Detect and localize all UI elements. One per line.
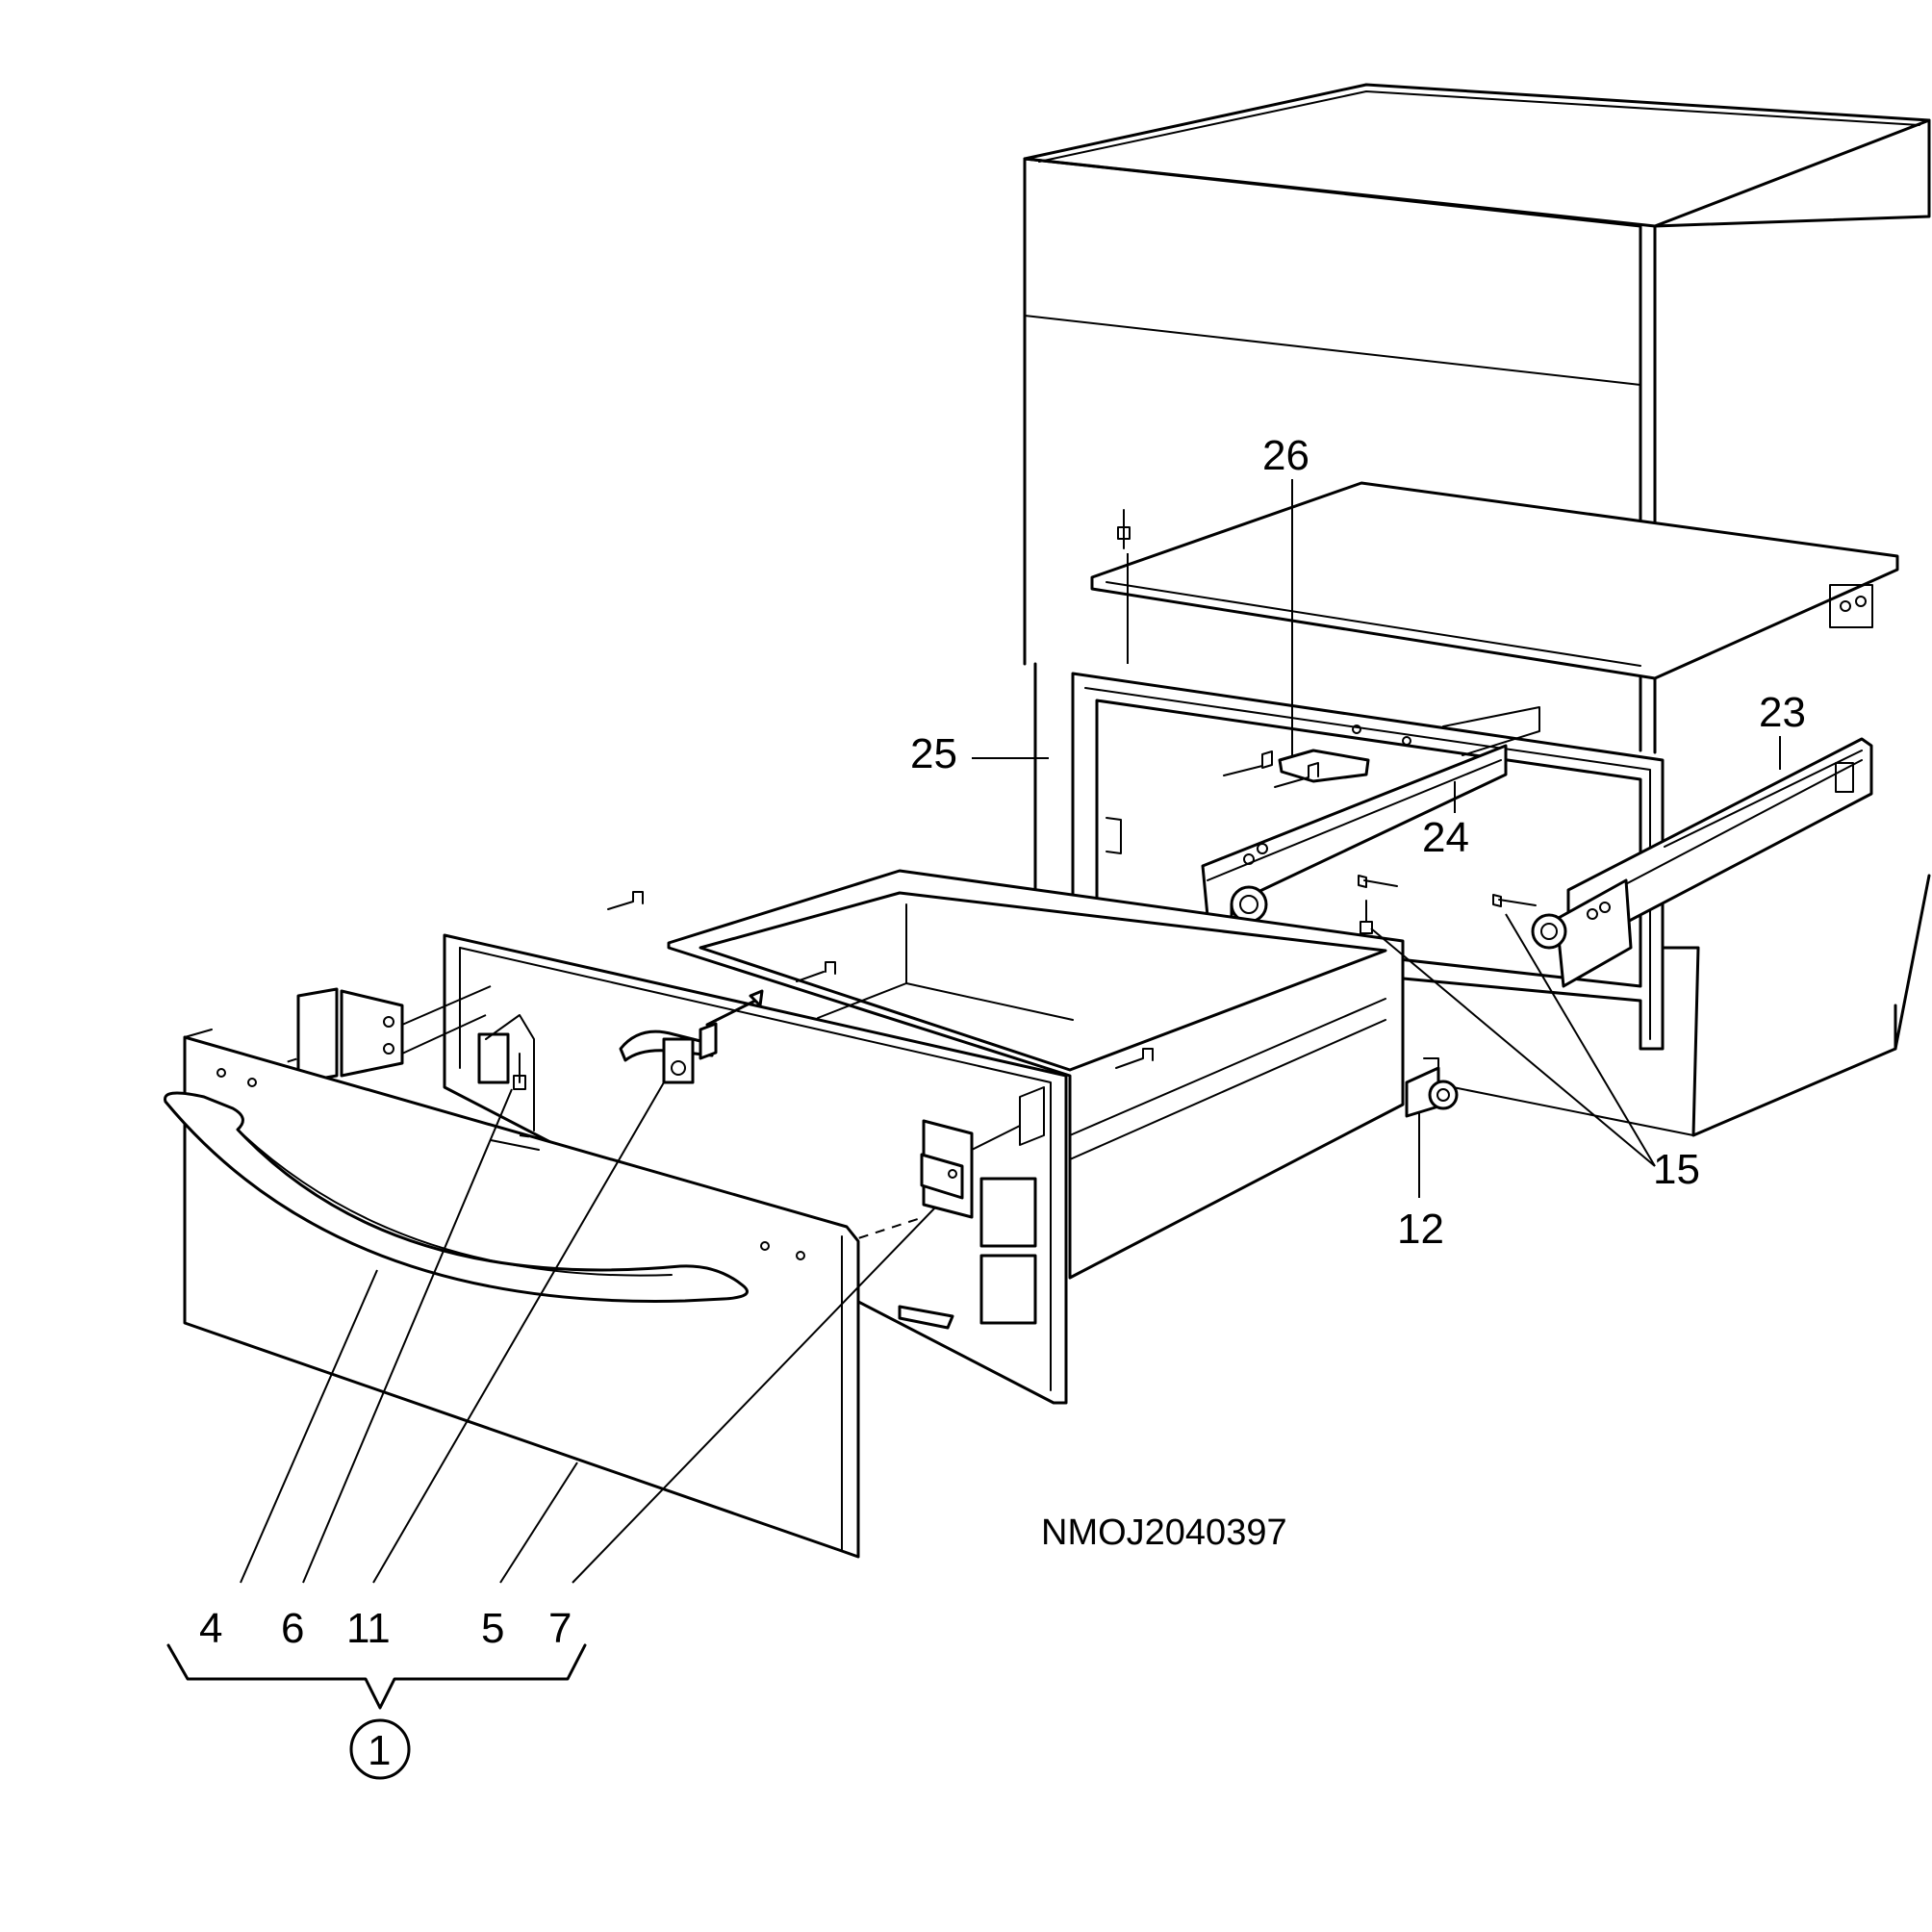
callout-15: 15 [1653,1146,1700,1193]
leader-4 [240,1269,378,1584]
leader-11 [372,1081,665,1584]
leader-6 [302,1088,513,1584]
drawer-box-rim [699,891,1387,1072]
cabinet-panel-seam [1024,315,1641,386]
bolt-6 [513,1053,526,1090]
callout-6: 6 [281,1605,304,1652]
leader-5 [499,1462,578,1584]
slide-bracket-12 [1405,1057,1459,1118]
callout-7: 7 [548,1605,572,1652]
cabinet-lower-block [1653,874,1931,1137]
shelf-bracket [1829,584,1873,628]
callout-26: 26 [1262,432,1309,479]
assembly-number: 1 [368,1727,391,1774]
group-brace [166,1643,587,1710]
leader-15a [1370,928,1656,1167]
drawer-front [183,1029,860,1559]
callout-11: 11 [346,1605,391,1652]
leader-7 [572,1207,936,1584]
latch-11 [619,989,764,1084]
hinge-bracket-left [296,987,404,1084]
callout-12: 12 [1397,1206,1444,1253]
assembly-circle [349,1718,411,1780]
drawer-handle-4 [164,1091,749,1303]
drawer-inner-panel [443,933,1068,1405]
callout-5: 5 [481,1605,504,1652]
callout-23: 23 [1759,689,1806,736]
callout-24: 24 [1422,814,1469,861]
drawer-box [607,869,1405,1280]
drawing-code: NMOJ2040397 [1041,1513,1287,1553]
frame-screws [1117,509,1537,934]
cabinet-top [1023,83,1931,228]
rail-23-bracket [1555,878,1633,988]
callout-25: 25 [910,730,957,777]
leader-15b [1505,913,1656,1167]
oven-shelf [1090,481,1899,680]
hinge-bracket-right [920,1119,974,1219]
rail-bracket-26 [1278,724,1411,783]
inner-panel [443,933,1068,1405]
drawer-front-panel [183,1035,860,1559]
slide-rail-right [1531,737,1873,988]
leader-lines [240,479,1781,1584]
cabinet [1023,83,1931,1137]
callout-4: 4 [199,1605,222,1652]
